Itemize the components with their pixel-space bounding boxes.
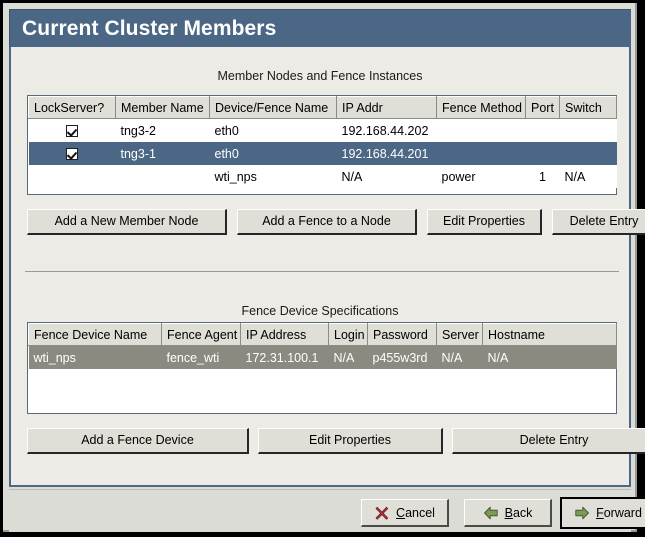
delete-entry-button-members[interactable]: Delete Entry bbox=[552, 209, 645, 235]
fence-devices-table[interactable]: Fence Device Name Fence Agent IP Address… bbox=[27, 322, 617, 414]
cancel-button[interactable]: Cancel bbox=[361, 499, 449, 527]
table-row[interactable]: tng3-2 eth0 192.168.44.202 bbox=[28, 118, 617, 143]
col-fence-method[interactable]: Fence Method bbox=[436, 96, 526, 119]
close-x-icon bbox=[375, 506, 389, 520]
col-hostname[interactable]: Hostname bbox=[482, 323, 617, 346]
cell-ip-addr: 192.168.44.202 bbox=[341, 123, 429, 138]
cell-fence-device-name: wti_nps bbox=[33, 350, 76, 365]
cell-hostname: N/A bbox=[487, 350, 509, 365]
page-title: Current Cluster Members bbox=[22, 17, 277, 40]
fence-section-title: Fence Device Specifications bbox=[241, 304, 399, 318]
arrow-right-icon bbox=[575, 506, 589, 520]
cell-switch: N/A bbox=[564, 169, 586, 184]
cell-fence-method: power bbox=[441, 169, 476, 184]
footer-bar: Cancel Back Forward bbox=[9, 489, 645, 532]
col-member-name[interactable]: Member Name bbox=[115, 96, 210, 119]
cancel-button-label: Cancel bbox=[396, 505, 435, 520]
cell-device-fence-name: eth0 bbox=[214, 123, 239, 138]
table-row[interactable]: wti_nps fence_wti 172.31.100.1 N/A p455w… bbox=[28, 345, 617, 369]
cell-ip-address: 172.31.100.1 bbox=[245, 350, 319, 365]
add-fence-device-button[interactable]: Add a Fence Device bbox=[27, 428, 249, 454]
cell-device-fence-name: eth0 bbox=[214, 146, 239, 161]
col-fence-device-name[interactable]: Fence Device Name bbox=[28, 323, 162, 346]
col-fence-agent[interactable]: Fence Agent bbox=[161, 323, 241, 346]
header-row: Fence Device Name Fence Agent IP Address… bbox=[28, 323, 617, 346]
add-fence-to-node-button[interactable]: Add a Fence to a Node bbox=[237, 209, 417, 235]
titlebar: Current Cluster Members bbox=[9, 9, 631, 47]
arrow-left-icon bbox=[483, 506, 498, 519]
col-login[interactable]: Login bbox=[328, 323, 368, 346]
edit-properties-button-fence[interactable]: Edit Properties bbox=[258, 428, 443, 454]
cell-ip-addr: 192.168.44.201 bbox=[341, 146, 429, 161]
cell-password: p455w3rd bbox=[372, 350, 428, 365]
lockserver-checkbox[interactable] bbox=[66, 125, 78, 138]
cell-fence-method bbox=[437, 142, 526, 165]
fence-devices-grid: Fence Device Name Fence Agent IP Address… bbox=[28, 323, 617, 369]
forward-button-label: Forward bbox=[596, 506, 642, 520]
cell-port: 1 bbox=[539, 169, 546, 184]
cell-server: N/A bbox=[441, 350, 463, 365]
member-nodes-table[interactable]: LockServer? Member Name Device/Fence Nam… bbox=[27, 95, 617, 195]
section-separator bbox=[25, 271, 619, 272]
member-nodes-grid: LockServer? Member Name Device/Fence Nam… bbox=[28, 96, 617, 188]
col-lockserver[interactable]: LockServer? bbox=[28, 96, 116, 119]
member-nodes-header: LockServer? Member Name Device/Fence Nam… bbox=[28, 96, 617, 119]
footer-divider bbox=[9, 489, 631, 490]
header-row: LockServer? Member Name Device/Fence Nam… bbox=[28, 96, 617, 119]
cell-lockserver[interactable] bbox=[29, 165, 116, 188]
cell-switch bbox=[560, 142, 617, 165]
cell-switch bbox=[560, 119, 617, 143]
cell-member-name: tng3-1 bbox=[120, 146, 156, 161]
cell-lockserver[interactable] bbox=[29, 119, 116, 143]
cell-fence-agent: fence_wti bbox=[166, 350, 220, 365]
forward-button[interactable]: Forward bbox=[560, 497, 645, 529]
back-button-label: Back bbox=[504, 505, 533, 520]
cell-port bbox=[526, 142, 560, 165]
content-panel: Member Nodes and Fence Instances LockSer… bbox=[9, 47, 645, 487]
col-device-fence-name[interactable]: Device/Fence Name bbox=[209, 96, 337, 119]
col-port[interactable]: Port bbox=[525, 96, 560, 119]
members-section-title: Member Nodes and Fence Instances bbox=[217, 69, 423, 83]
cell-fence-method bbox=[437, 119, 526, 143]
col-switch[interactable]: Switch bbox=[559, 96, 617, 119]
cell-port bbox=[526, 119, 560, 143]
col-ip-address[interactable]: IP Address bbox=[240, 323, 329, 346]
add-new-member-node-button[interactable]: Add a New Member Node bbox=[27, 209, 227, 235]
cell-device-fence-name: wti_nps bbox=[214, 169, 257, 184]
cell-lockserver[interactable] bbox=[29, 142, 116, 165]
table-row[interactable]: wti_nps N/A power 1 N/A bbox=[28, 165, 617, 188]
col-password[interactable]: Password bbox=[367, 323, 437, 346]
edit-properties-button-members[interactable]: Edit Properties bbox=[427, 209, 542, 235]
delete-entry-button-fence[interactable]: Delete Entry bbox=[452, 428, 645, 454]
fence-devices-header: Fence Device Name Fence Agent IP Address… bbox=[28, 323, 617, 346]
cell-ip-addr: N/A bbox=[341, 169, 363, 184]
cell-member-name: tng3-2 bbox=[120, 123, 156, 138]
col-server[interactable]: Server bbox=[436, 323, 483, 346]
table-row[interactable]: tng3-1 eth0 192.168.44.201 bbox=[28, 142, 617, 165]
cell-member-name bbox=[116, 165, 210, 188]
cell-login: N/A bbox=[333, 350, 355, 365]
back-button[interactable]: Back bbox=[464, 499, 552, 527]
col-ip-addr[interactable]: IP Addr bbox=[336, 96, 437, 119]
lockserver-checkbox[interactable] bbox=[66, 148, 78, 161]
